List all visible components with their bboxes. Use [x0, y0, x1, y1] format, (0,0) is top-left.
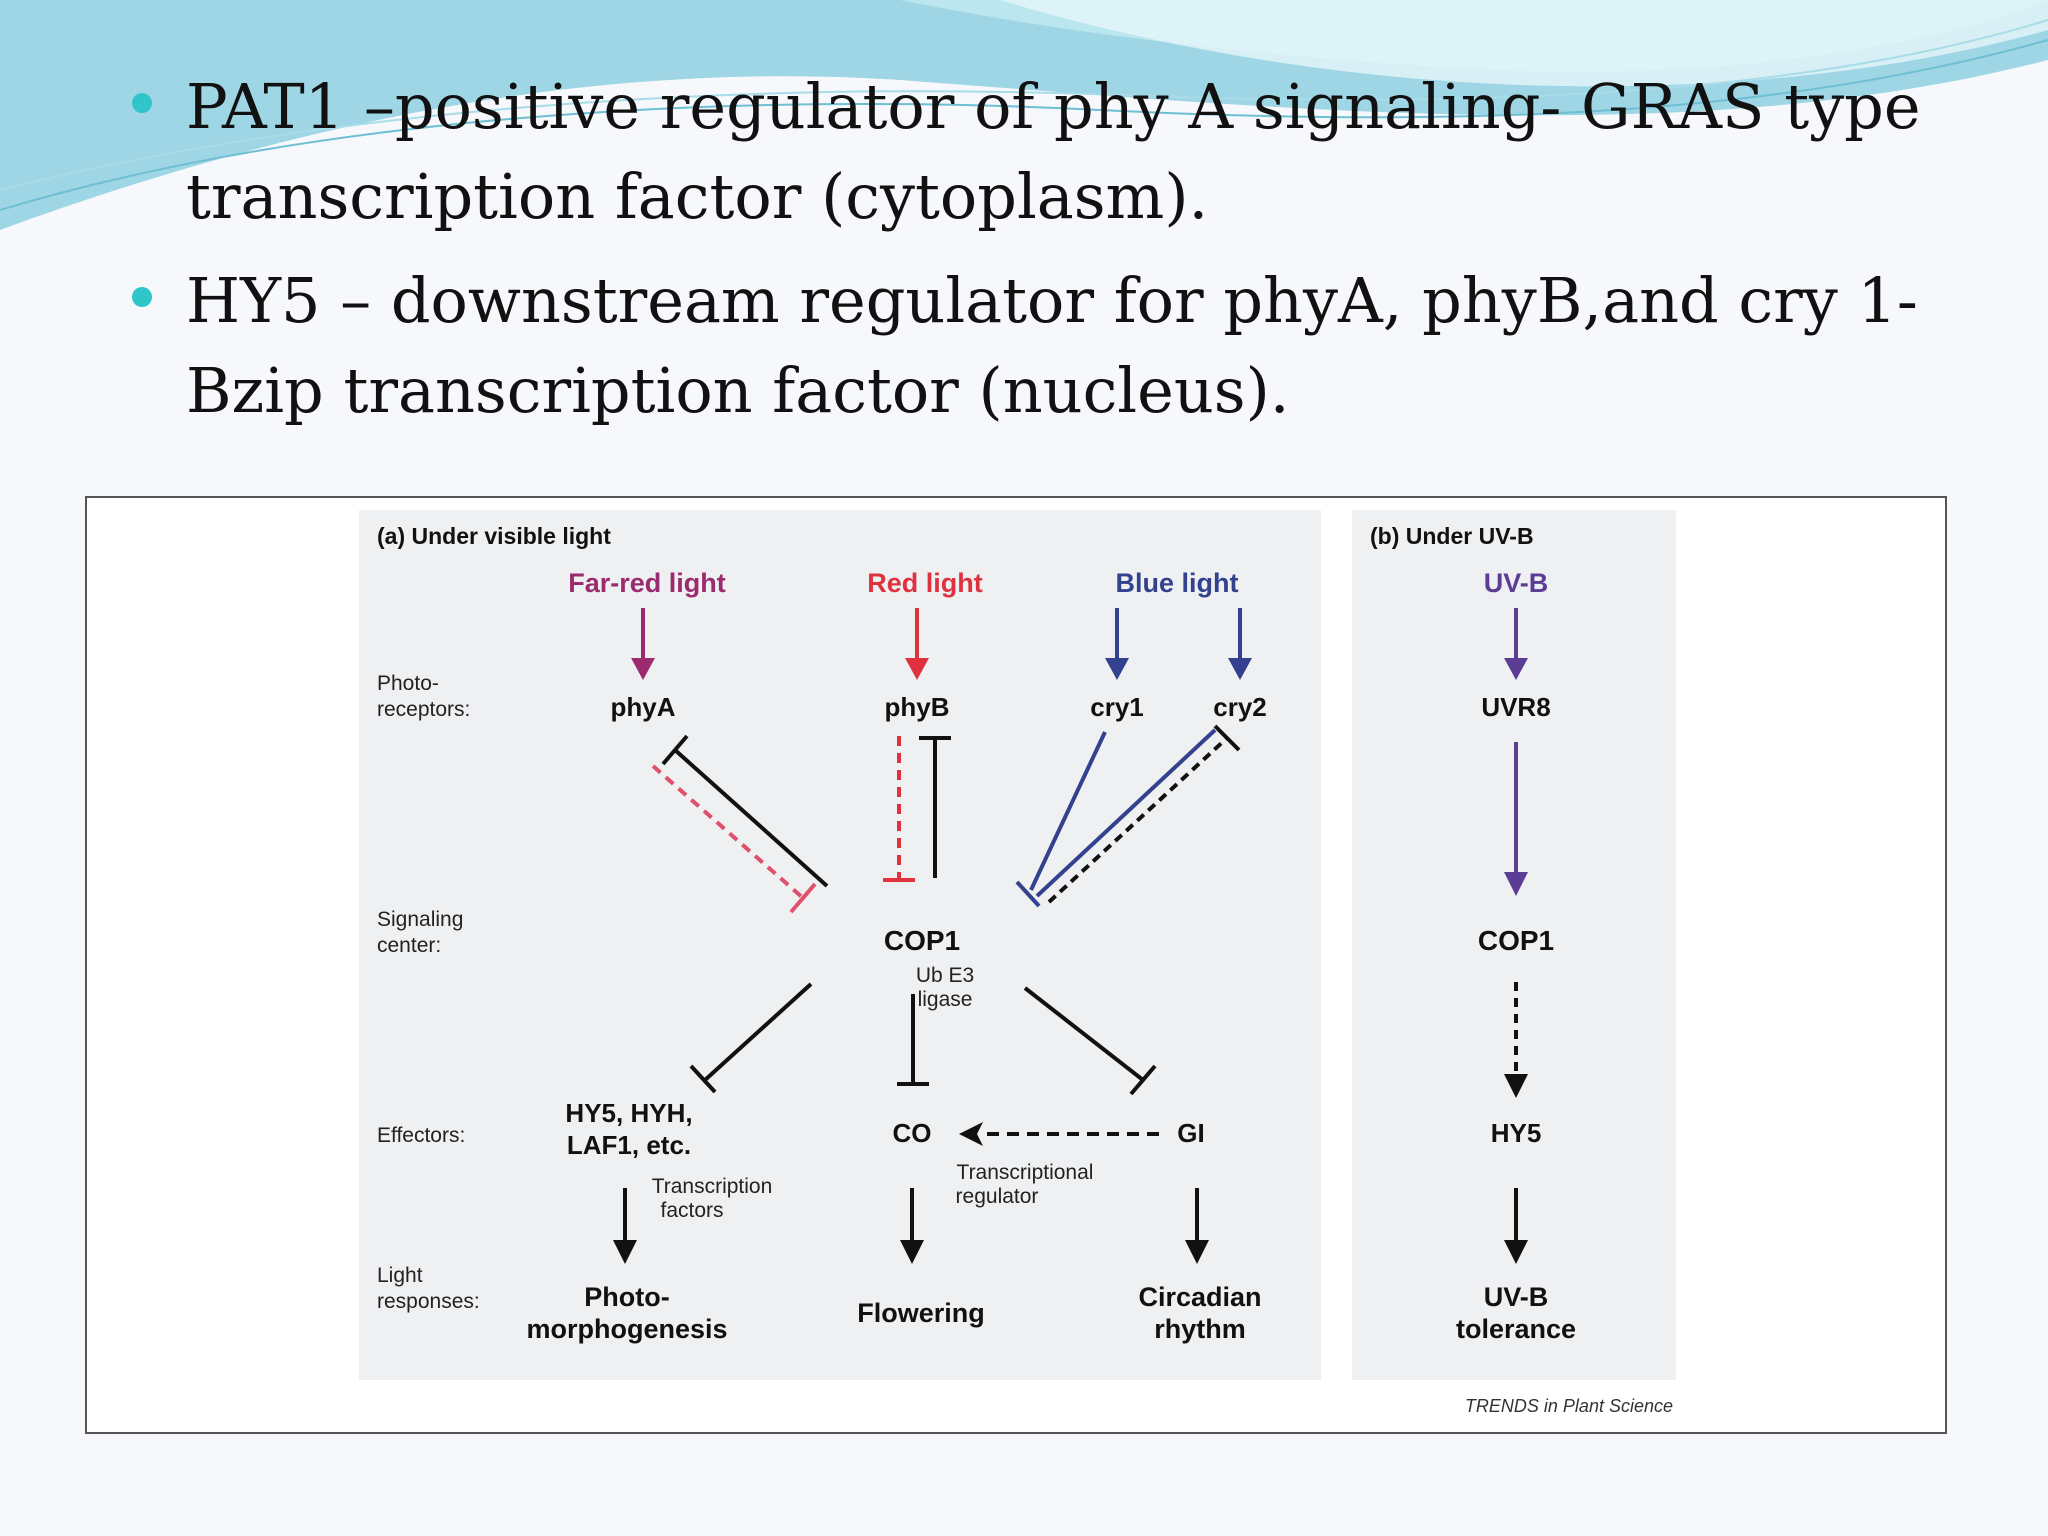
circadian-label-1: Circadian [1138, 1282, 1261, 1312]
bullet-dot-icon [132, 93, 152, 113]
treg-label-2: regulator [956, 1185, 1039, 1208]
bullet-line: HY5 – downstream regulator for phyA, phy… [186, 264, 1918, 337]
cop1-inhibits-phya-bar [661, 734, 689, 766]
cry1-inhibits-cop1-line [1029, 731, 1107, 891]
figure-frame: (a) Under visible light (b) Under UV-B F… [85, 496, 1947, 1434]
treg-label-1: Transcriptional [957, 1161, 1094, 1184]
tf-label-2: factors [660, 1199, 723, 1222]
bullet-line: Bzip transcription factor (nucleus). [186, 354, 1290, 427]
cop1-to-hy5-arrowhead [1504, 1074, 1528, 1098]
cop1-signaling-diagram: (a) Under visible light (b) Under UV-B F… [359, 510, 1676, 1416]
row-label-light-2: responses: [377, 1290, 480, 1313]
cop1-inhibits-cry2-bar [1213, 724, 1241, 752]
flowering-label: Flowering [857, 1298, 985, 1328]
bullet-dot-icon [132, 287, 152, 307]
phya-inhibits-cop1-bar [789, 882, 817, 914]
gi-to-circadian-arrowhead [1185, 1240, 1209, 1264]
blue-light-label: Blue light [1116, 568, 1239, 598]
uvr8-to-cop1-arrowhead [1504, 872, 1528, 896]
hy5-hyh-label: HY5, HYH, [565, 1098, 692, 1128]
cop1-inhibits-cry2-dashed [1047, 736, 1229, 904]
bullet-list: PAT1 –positive regulator of phy A signal… [126, 62, 2026, 450]
co-to-flowering-arrowhead [900, 1240, 924, 1264]
hy5-uvb-label: HY5 [1491, 1118, 1542, 1148]
red-light-label: Red light [867, 568, 983, 598]
cry-inhibits-cop1-bar [1015, 880, 1041, 908]
uvb-tolerance-label-1: UV-B [1484, 1282, 1549, 1312]
ub-e3-label: Ub E3 [916, 964, 974, 987]
uvb-tolerance-label-2: tolerance [1456, 1314, 1576, 1344]
row-label-signal-1: Signaling [377, 908, 463, 931]
bullet-line: PAT1 –positive regulator of phy A signal… [186, 70, 1921, 143]
hy5-to-uvb-tolerance-arrowhead [1504, 1240, 1528, 1264]
far-red-light-label: Far-red light [568, 568, 726, 598]
cop1-inhibits-phya-line [673, 748, 829, 888]
cop1-inhibits-hy5-bar [689, 1064, 717, 1094]
ligase-label: ligase [918, 988, 973, 1011]
far-red-arrowhead [631, 658, 655, 680]
gi-label: GI [1177, 1118, 1204, 1148]
co-label: CO [893, 1118, 932, 1148]
phya-label: phyA [611, 692, 676, 722]
uvb-light-label: UV-B [1484, 568, 1549, 598]
blue-arrowhead-cry2 [1228, 658, 1252, 680]
phyb-label: phyB [885, 692, 950, 722]
panel-a-background [359, 510, 1321, 1380]
tf-label-1: Transcription [652, 1175, 773, 1198]
bullet-item-pat1: PAT1 –positive regulator of phy A signal… [126, 62, 2026, 242]
uvr8-label: UVR8 [1481, 692, 1550, 722]
hy5-to-photomorphogenesis-arrowhead [613, 1240, 637, 1264]
panel-a-title: (a) Under visible light [377, 523, 611, 549]
bullet-item-hy5: HY5 – downstream regulator for phyA, phy… [126, 256, 2026, 436]
photomorphogenesis-label-2: morphogenesis [526, 1314, 727, 1344]
cop1-inhibits-gi-bar [1129, 1064, 1157, 1096]
uvb-arrowhead [1504, 658, 1528, 680]
cop1-label: COP1 [884, 925, 960, 956]
cop1-inhibits-gi-line [1023, 986, 1145, 1082]
gi-activates-co-arrowhead [959, 1122, 983, 1146]
row-label-photo-2: receptors: [377, 698, 470, 721]
laf1-label: LAF1, etc. [567, 1130, 691, 1160]
row-label-photo-1: Photo- [377, 672, 439, 695]
row-label-signal-2: center: [377, 934, 441, 957]
photomorphogenesis-label-1: Photo- [584, 1282, 669, 1312]
credit-label: TRENDS in Plant Science [1465, 1396, 1673, 1416]
red-arrowhead [905, 658, 929, 680]
blue-arrowhead-cry1 [1105, 658, 1129, 680]
panel-b-title: (b) Under UV-B [1370, 523, 1534, 549]
row-label-light-1: Light [377, 1264, 423, 1287]
bullet-line: transcription factor (cytoplasm). [186, 160, 1209, 233]
cop1-inhibits-hy5-line [703, 982, 813, 1082]
header-wave-decoration [0, 0, 2048, 230]
row-label-effectors: Effectors: [377, 1124, 465, 1147]
cry2-label: cry2 [1213, 692, 1267, 722]
circadian-label-2: rhythm [1154, 1314, 1246, 1344]
cry1-label: cry1 [1090, 692, 1144, 722]
cop1-uvb-label: COP1 [1478, 925, 1554, 956]
cry2-inhibits-cop1-line [1035, 728, 1217, 898]
